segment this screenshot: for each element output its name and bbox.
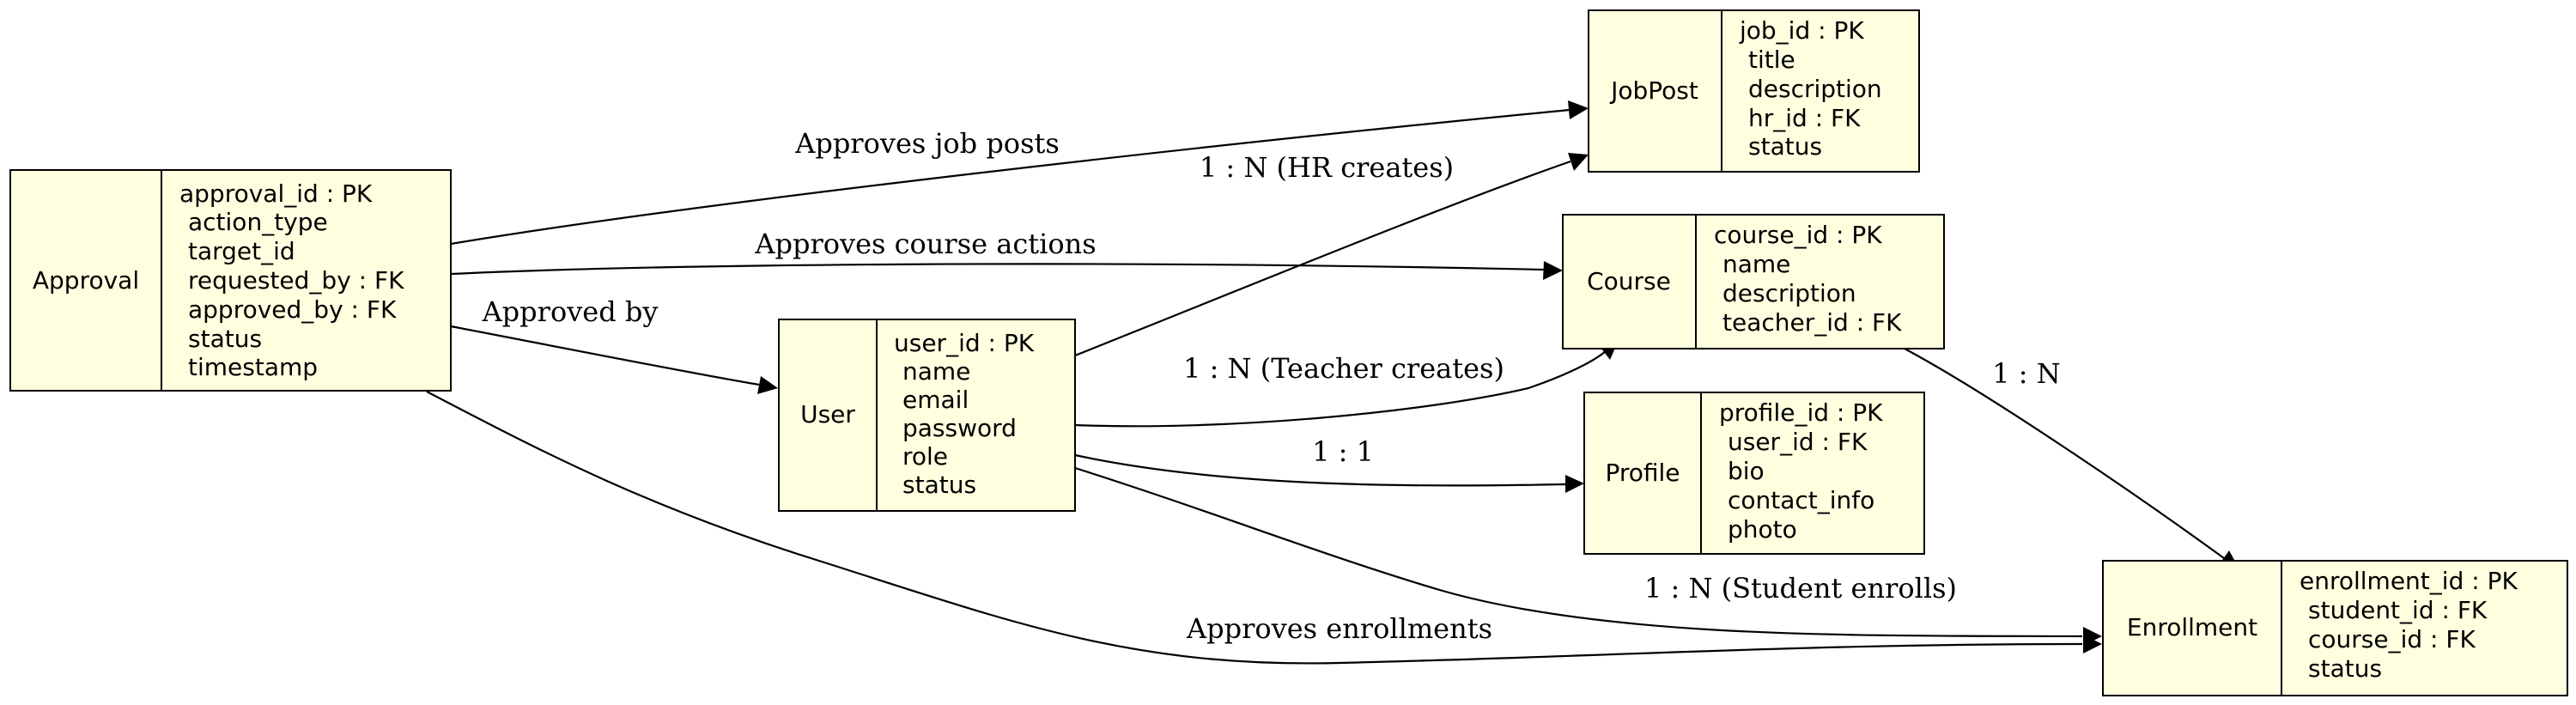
field: status bbox=[188, 325, 262, 353]
edge-label-approves-course-actions: Approves course actions bbox=[754, 228, 1096, 260]
field: target_id bbox=[188, 237, 295, 265]
field: email bbox=[902, 386, 969, 414]
edge-label-approves-enrollments: Approves enrollments bbox=[1186, 612, 1492, 645]
edge-label-approved-by: Approved by bbox=[482, 295, 659, 328]
field: status bbox=[2308, 654, 2382, 683]
field: name bbox=[1722, 250, 1790, 278]
field: teacher_id : FK bbox=[1722, 308, 1902, 337]
entity-user: User user_id : PK name email password ro… bbox=[778, 319, 1076, 512]
edge-label-teacher-creates: 1 : N (Teacher creates) bbox=[1183, 352, 1504, 385]
field: title bbox=[1748, 46, 1795, 74]
field: status bbox=[1748, 132, 1822, 161]
entity-name: Enrollment bbox=[2127, 613, 2257, 641]
field: hr_id : FK bbox=[1748, 104, 1861, 132]
field: course_id : FK bbox=[2308, 625, 2476, 653]
field: bio bbox=[1728, 457, 1765, 485]
field: password bbox=[902, 414, 1017, 442]
field: approved_by : FK bbox=[188, 295, 397, 324]
edge-label-approves-job-posts: Approves job posts bbox=[794, 127, 1060, 160]
field: description bbox=[1722, 279, 1856, 307]
field: action_type bbox=[188, 208, 328, 236]
entity-name: Approval bbox=[33, 266, 139, 295]
edge-approval-user: Approved by bbox=[450, 295, 778, 394]
field: user_id : PK bbox=[894, 329, 1035, 357]
edge-course-enrollment: 1 : N bbox=[1904, 348, 2239, 569]
edge-label-user-profile: 1 : 1 bbox=[1312, 435, 1374, 468]
field: status bbox=[902, 471, 976, 499]
edge-user-profile: 1 : 1 bbox=[1074, 435, 1584, 493]
entity-name: Profile bbox=[1605, 459, 1680, 487]
entity-name: Course bbox=[1587, 267, 1671, 295]
field: photo bbox=[1728, 515, 1797, 544]
field: description bbox=[1748, 75, 1882, 103]
field: profile_id : PK bbox=[1719, 398, 1883, 427]
edge-approval-jobpost: Approves job posts bbox=[450, 100, 1589, 246]
field: course_id : PK bbox=[1714, 221, 1882, 249]
edge-label-course-enrollment: 1 : N bbox=[1992, 357, 2060, 390]
field: student_id : FK bbox=[2308, 596, 2488, 624]
entity-jobpost: JobPost job_id : PK title description hr… bbox=[1588, 9, 1920, 173]
entity-name: JobPost bbox=[1609, 76, 1698, 105]
field: requested_by : FK bbox=[188, 266, 404, 295]
entity-course: Course course_id : PK name description t… bbox=[1562, 214, 1945, 349]
edge-label-student-enrolls: 1 : N (Student enrolls) bbox=[1644, 572, 1957, 605]
edge-user-jobpost: 1 : N (HR creates) bbox=[1074, 151, 1589, 357]
edges: Approves job posts Approves course actio… bbox=[426, 100, 2239, 665]
edge-label-hr-creates: 1 : N (HR creates) bbox=[1200, 151, 1454, 184]
edge-user-course: 1 : N (Teacher creates) bbox=[1074, 340, 1619, 428]
field: timestamp bbox=[188, 353, 318, 381]
field: enrollment_id : PK bbox=[2300, 567, 2518, 595]
field: contact_info bbox=[1728, 486, 1874, 514]
entity-enrollment: Enrollment enrollment_id : PK student_id… bbox=[2102, 560, 2568, 696]
entity-approval: Approval approval_id : PK action_type ta… bbox=[9, 169, 452, 392]
field: user_id : FK bbox=[1728, 428, 1868, 456]
field: role bbox=[902, 442, 948, 471]
edge-approval-enrollment: Approves enrollments bbox=[426, 391, 2102, 665]
field: job_id : PK bbox=[1739, 16, 1864, 45]
field: approval_id : PK bbox=[179, 179, 373, 208]
entity-profile: Profile profile_id : PK user_id : FK bio… bbox=[1583, 392, 1925, 555]
edge-user-enrollment: 1 : N (Student enrolls) bbox=[1074, 466, 2102, 646]
edge-approval-course: Approves course actions bbox=[450, 228, 1563, 280]
field: name bbox=[902, 357, 970, 386]
entity-name: User bbox=[800, 400, 855, 428]
